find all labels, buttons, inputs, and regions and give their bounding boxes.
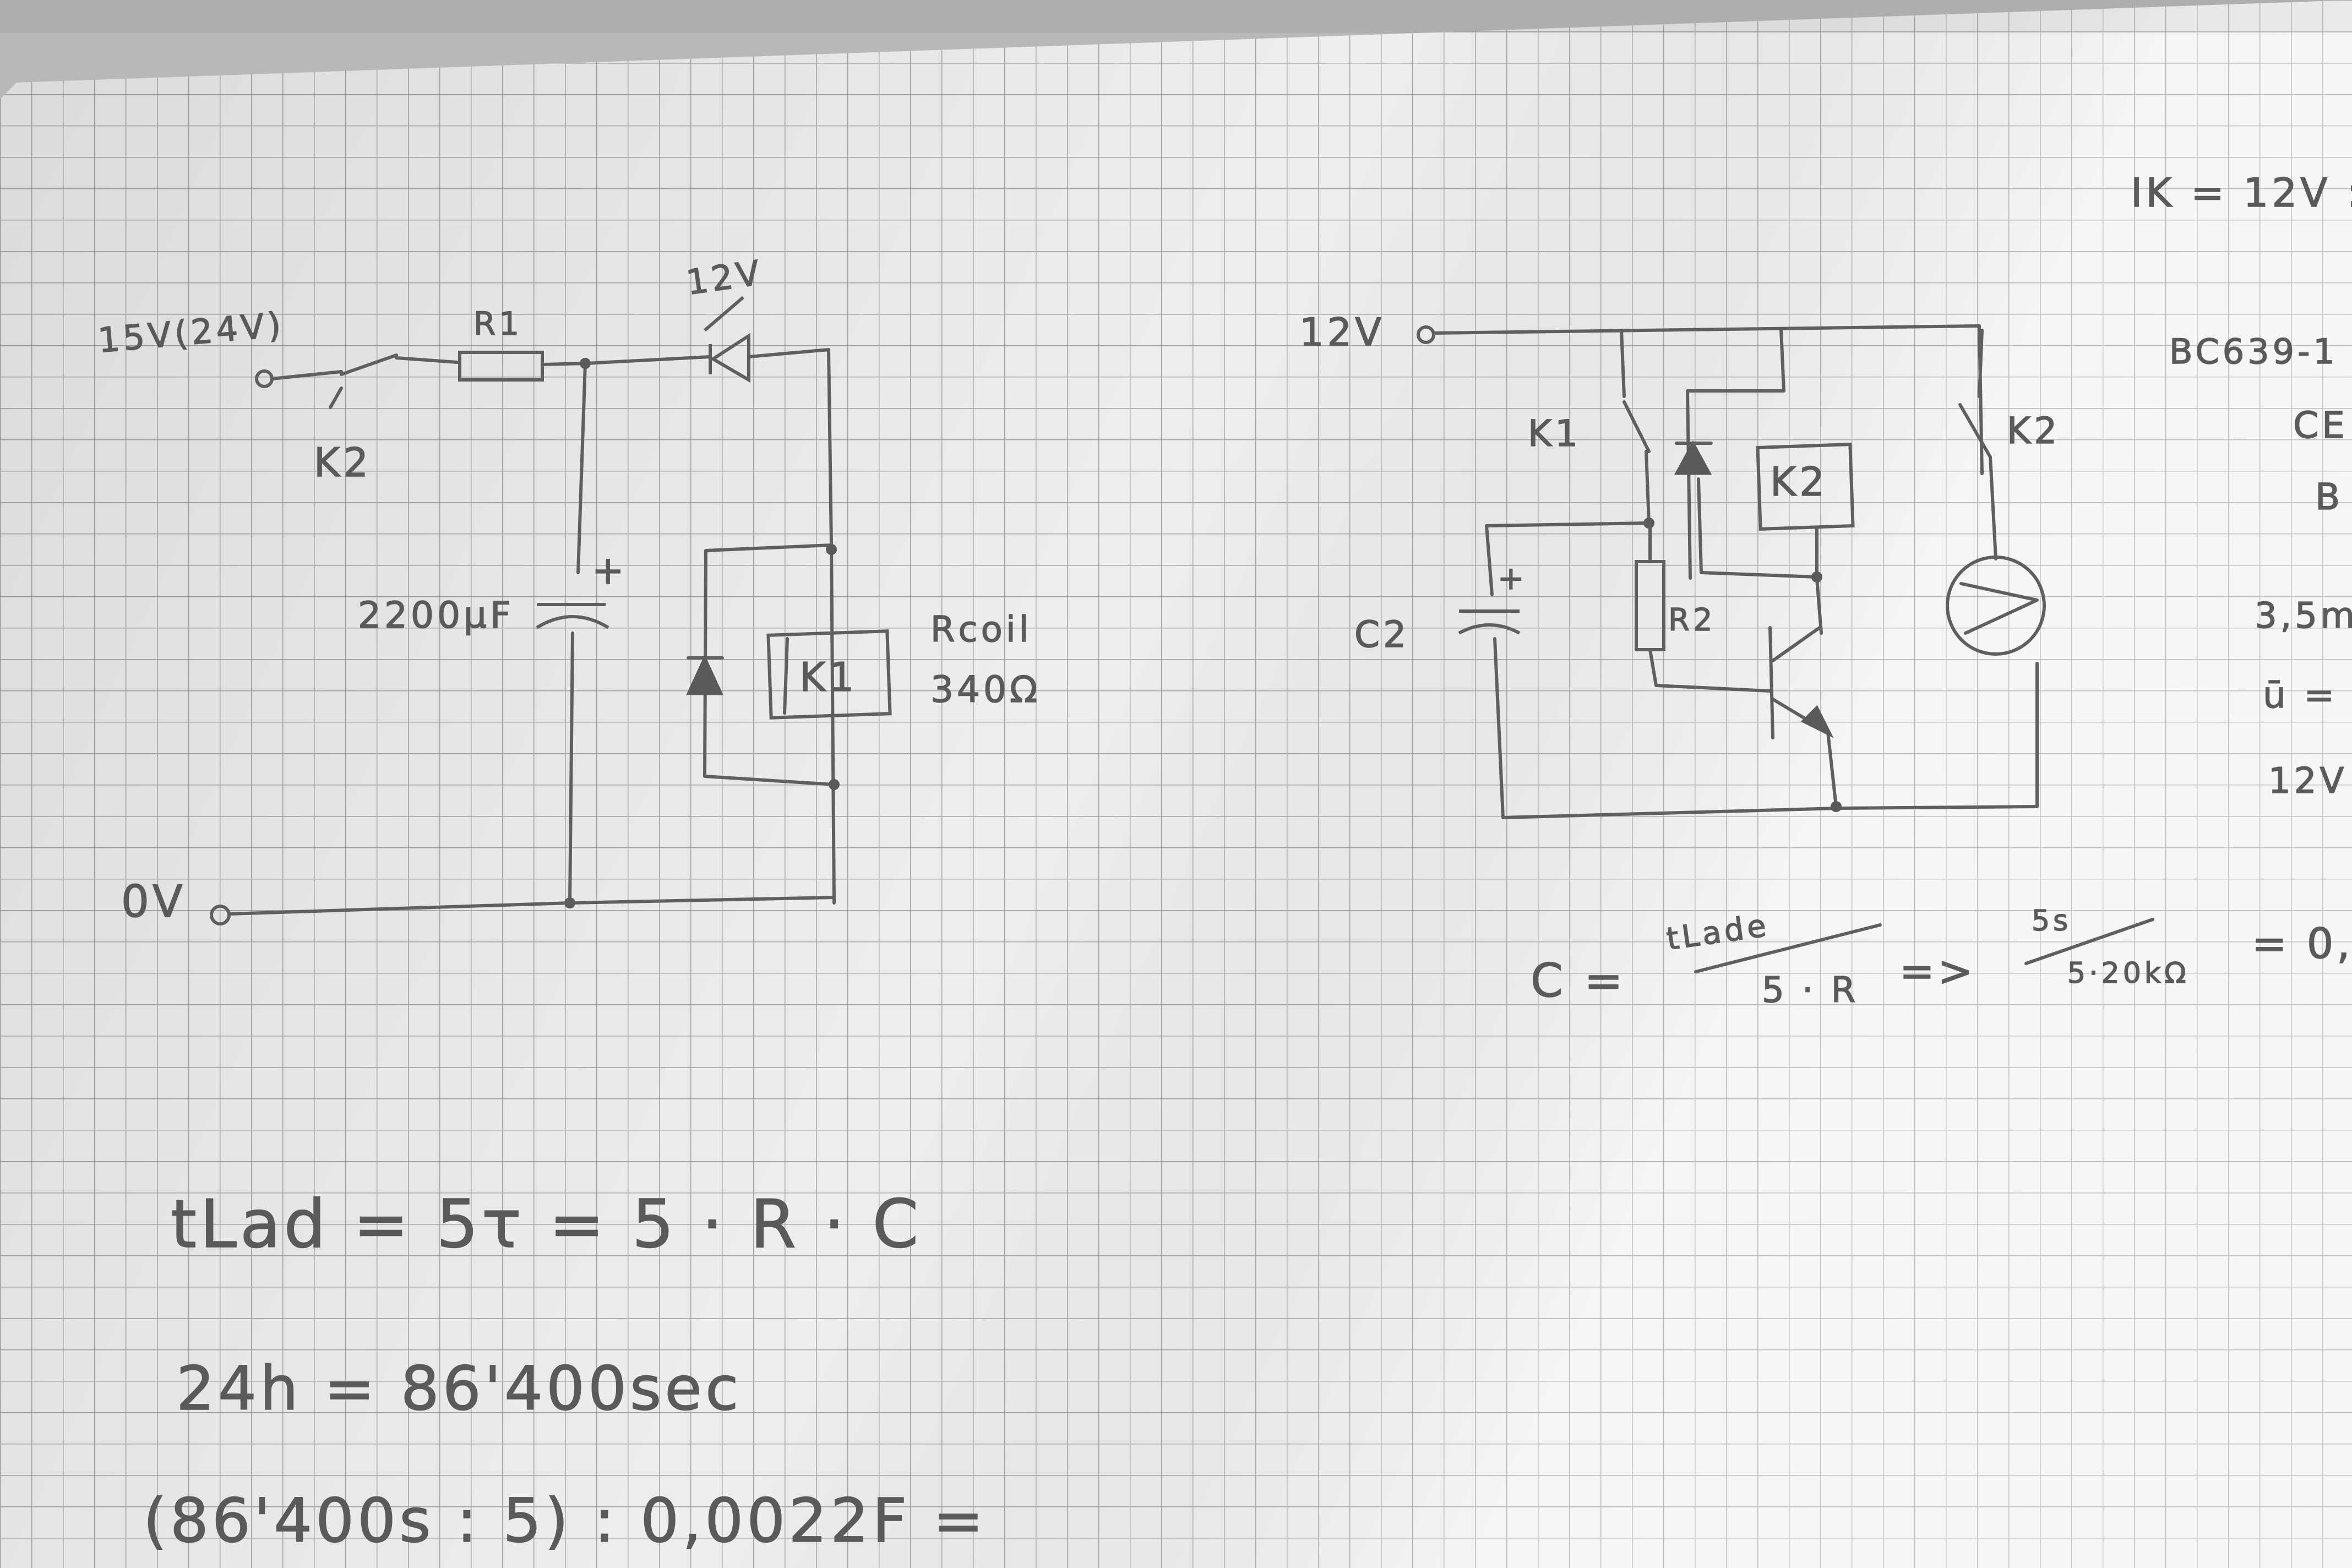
switch-k2-right: [1958, 403, 1992, 459]
capacitor-plus: +: [592, 548, 628, 593]
switch-label-k2: K2: [314, 439, 372, 486]
supply-label: 12V: [1299, 310, 1385, 355]
formula-num2: 5s: [2032, 905, 2071, 938]
ground-label: 0V: [121, 876, 186, 927]
equation-line-3: (86'400s : 5) : 0,0022F =: [143, 1485, 987, 1556]
margin-transistor: BC639-1: [2169, 331, 2338, 372]
switch-k2: [340, 353, 459, 376]
capacitor-2200: [536, 603, 609, 629]
formula-implies: =>: [1899, 946, 1976, 995]
left-circuit: [210, 296, 892, 925]
resistor-label-r1: R1: [473, 305, 522, 342]
capacitor-label: 2200µF: [358, 594, 514, 636]
relay-k2: [1756, 443, 1855, 531]
margin-b: B: [2315, 476, 2343, 518]
lamp-icon: [1946, 556, 2046, 656]
margin-ce: CE: [2293, 404, 2348, 447]
relay-label-k1: K1: [799, 654, 857, 700]
coil-value: 340Ω: [930, 668, 1041, 711]
capacitor-c2: [1458, 609, 1521, 635]
margin-value-35: 3,5m: [2255, 596, 2352, 636]
fraction-bar-1: [1694, 923, 1882, 973]
equation-line-1: tLad = 5τ = 5 · R · C: [171, 1186, 922, 1263]
formula-rhs: = 0,: [2252, 919, 2352, 968]
equation-line-2: 24h = 86'400sec: [176, 1353, 742, 1424]
switch2-label: K2: [2007, 410, 2060, 452]
relay-label-k2: K2: [1770, 459, 1828, 505]
switch1-label: K1: [1528, 412, 1581, 455]
resistor-label-r2: R2: [1668, 602, 1716, 638]
capacitor-c2-plus: +: [1498, 559, 1528, 597]
photo-edge-shadow: [0, 0, 2352, 33]
coil-label: Rcoil: [930, 609, 1032, 650]
switch-k1: [1623, 400, 1651, 453]
formula-den2: 5·20kΩ: [2067, 957, 2190, 990]
margin-12v: 12V: [2268, 761, 2347, 802]
diode-k2: [1674, 440, 1712, 475]
handwritten-labels: 15V(24V) K2 R1 12V 2200µF + K1 Rcoil 340…: [96, 169, 2352, 1556]
resistor-r1: [458, 351, 544, 382]
margin-current: IK = 12V : 3: [2131, 170, 2352, 216]
relay-k1: [766, 629, 892, 720]
fraction-bar-2: [2024, 918, 2154, 965]
capacitor-c2-label: C2: [1354, 613, 1409, 656]
formula-c-lhs: C =: [1531, 954, 1626, 1008]
formula-c-denominator: 5 · R: [1762, 970, 1859, 1011]
diode-k1: [686, 655, 723, 695]
margin-u-bar: ū =: [2263, 674, 2338, 716]
right-circuit: [1417, 324, 2046, 819]
